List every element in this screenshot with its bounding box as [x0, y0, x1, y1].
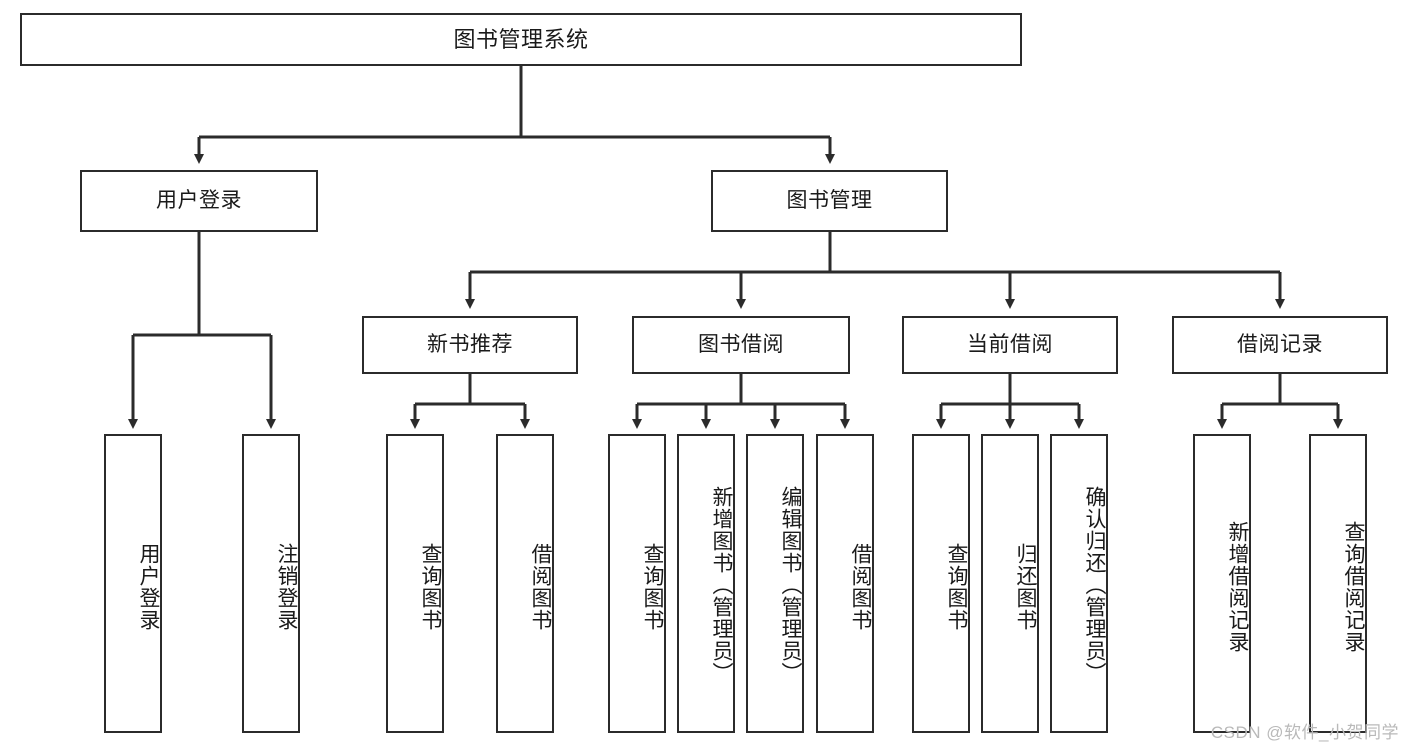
node-label: 查询图书	[641, 542, 664, 631]
node-label: 用户登录	[156, 188, 242, 212]
node-label: 新增图书（管理员）	[710, 485, 733, 684]
node-label: 借阅记录	[1237, 332, 1323, 356]
node-label: 借阅图书	[849, 542, 872, 631]
node-label: 图书管理系统	[453, 26, 589, 52]
node-label: 查询图书	[419, 542, 442, 631]
node-book-management[interactable]: 图书管理	[711, 170, 948, 232]
node-new-book-recommendation[interactable]: 新书推荐	[362, 316, 578, 374]
leaf-confirm-return-admin[interactable]: 确认归还（管理员）	[1050, 434, 1108, 733]
node-label: 当前借阅	[967, 332, 1053, 356]
leaf-edit-book-admin[interactable]: 编辑图书（管理员）	[746, 434, 804, 733]
node-book-borrowing[interactable]: 图书借阅	[632, 316, 850, 374]
leaf-borrow-books-recommend[interactable]: 借阅图书	[496, 434, 554, 733]
leaf-query-books-current[interactable]: 查询图书	[912, 434, 970, 733]
leaf-logout[interactable]: 注销登录	[242, 434, 300, 733]
node-label: 新书推荐	[427, 332, 513, 356]
leaf-add-book-admin[interactable]: 新增图书（管理员）	[677, 434, 735, 733]
node-borrowing-record[interactable]: 借阅记录	[1172, 316, 1388, 374]
leaf-add-borrow-record[interactable]: 新增借阅记录	[1193, 434, 1251, 733]
node-label: 确认归还（管理员）	[1083, 485, 1106, 684]
node-current-borrowing[interactable]: 当前借阅	[902, 316, 1118, 374]
leaf-user-login[interactable]: 用户登录	[104, 434, 162, 733]
node-label: 归还图书	[1014, 542, 1037, 631]
node-label: 注销登录	[275, 542, 298, 631]
node-label: 图书管理	[786, 188, 873, 212]
leaf-borrow-books[interactable]: 借阅图书	[816, 434, 874, 733]
node-label: 图书借阅	[698, 332, 784, 356]
node-label: 用户登录	[137, 542, 160, 631]
node-label: 编辑图书（管理员）	[779, 485, 802, 684]
leaf-return-books[interactable]: 归还图书	[981, 434, 1039, 733]
node-label: 查询借阅记录	[1342, 520, 1365, 653]
node-label: 借阅图书	[529, 542, 552, 631]
node-label: 新增借阅记录	[1226, 520, 1249, 653]
node-user-login[interactable]: 用户登录	[80, 170, 318, 232]
leaf-query-borrow-record[interactable]: 查询借阅记录	[1309, 434, 1367, 733]
node-label: 查询图书	[945, 542, 968, 631]
node-root-library-management-system[interactable]: 图书管理系统	[20, 13, 1022, 66]
leaf-query-books-recommend[interactable]: 查询图书	[386, 434, 444, 733]
leaf-query-books-borrow[interactable]: 查询图书	[608, 434, 666, 733]
